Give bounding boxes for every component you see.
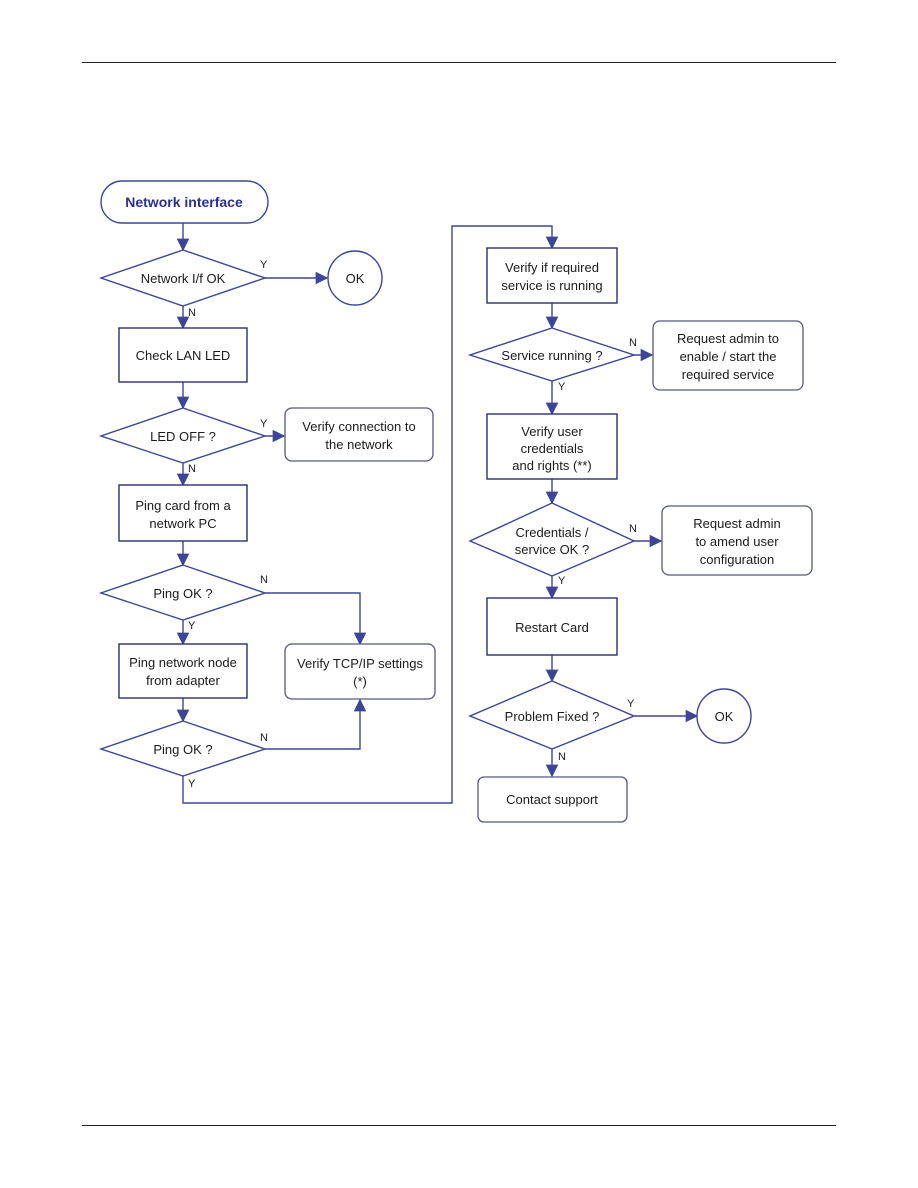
restart-label: Restart Card bbox=[515, 620, 589, 635]
ping-node-line-1: Ping network node bbox=[129, 655, 237, 670]
label-led-yes: Y bbox=[260, 418, 268, 430]
verify-conn-line-2: the network bbox=[325, 437, 393, 452]
contact-label: Contact support bbox=[506, 792, 598, 807]
node-decision-ping-ok-1[interactable]: Ping OK ? bbox=[98, 564, 268, 621]
verify-service-line-2: service is running bbox=[501, 278, 602, 293]
edge-labels: Y N Y N N Y N Y N Y N Y Y N bbox=[188, 259, 637, 790]
check-led-label: Check LAN LED bbox=[136, 348, 231, 363]
node-contact-support[interactable]: Contact support bbox=[477, 776, 628, 823]
node-verify-credentials[interactable]: Verify user credentials and rights (**) bbox=[486, 413, 618, 480]
label-ping2-yes: Y bbox=[188, 778, 196, 790]
req-amend-line-1: Request admin bbox=[693, 516, 780, 531]
ok2-label: OK bbox=[715, 709, 734, 724]
node-decision-ping-ok-2[interactable]: Ping OK ? bbox=[98, 720, 268, 777]
ping-card-line-1: Ping card from a bbox=[135, 498, 231, 513]
label-ping1-yes: Y bbox=[188, 620, 196, 632]
req-amend-line-3: configuration bbox=[700, 552, 774, 567]
label-ping1-no: N bbox=[260, 574, 268, 586]
ok1-label: OK bbox=[346, 271, 365, 286]
node-ok-2[interactable]: OK bbox=[696, 688, 752, 744]
node-request-amend[interactable]: Request admin to amend user configuratio… bbox=[661, 505, 813, 576]
ping-card-line-2: network PC bbox=[149, 516, 216, 531]
node-ping-network-node[interactable]: Ping network node from adapter bbox=[118, 643, 248, 699]
verify-conn-line-1: Verify connection to bbox=[302, 419, 415, 434]
node-decision-network-if-ok[interactable]: Network I/f OK bbox=[98, 249, 268, 307]
verify-tcp-line-2: (*) bbox=[353, 674, 367, 689]
label-fixed-no: N bbox=[558, 751, 566, 763]
footer-rule bbox=[82, 1125, 836, 1126]
node-decision-service-running[interactable]: Service running ? bbox=[467, 327, 637, 382]
verify-creds-line-2: credentials bbox=[521, 441, 584, 456]
req-enable-line-2: enable / start the bbox=[680, 349, 777, 364]
node-decision-led-off[interactable]: LED OFF ? bbox=[98, 407, 268, 464]
label-ping2-no: N bbox=[260, 732, 268, 744]
node-decision-problem-fixed[interactable]: Problem Fixed ? bbox=[468, 680, 636, 750]
decision-service-label: Service running ? bbox=[501, 348, 602, 363]
verify-creds-line-3: and rights (**) bbox=[512, 458, 591, 473]
decision-ping2-label: Ping OK ? bbox=[153, 742, 212, 757]
node-decision-credentials[interactable]: Credentials / service OK ? bbox=[468, 502, 636, 577]
req-amend-line-2: to amend user bbox=[695, 534, 779, 549]
node-ping-card[interactable]: Ping card from a network PC bbox=[118, 484, 248, 542]
decision-led-label: LED OFF ? bbox=[150, 429, 216, 444]
label-led-no: N bbox=[188, 463, 196, 475]
label-netif-no: N bbox=[188, 307, 196, 319]
node-verify-tcpip[interactable]: Verify TCP/IP settings (*) bbox=[284, 643, 436, 700]
header-rule bbox=[82, 62, 836, 63]
label-service-no: N bbox=[629, 337, 637, 349]
label-creds-no: N bbox=[629, 523, 637, 535]
req-enable-line-1: Request admin to bbox=[677, 331, 779, 346]
node-verify-service[interactable]: Verify if required service is running bbox=[486, 247, 618, 304]
label-creds-yes: Y bbox=[558, 575, 566, 587]
decision-fixed-label: Problem Fixed ? bbox=[505, 709, 600, 724]
decision-netif-label: Network I/f OK bbox=[141, 271, 226, 286]
decision-ping1-label: Ping OK ? bbox=[153, 586, 212, 601]
start-label: Network interface bbox=[125, 194, 243, 210]
node-check-lan-led[interactable]: Check LAN LED bbox=[118, 327, 248, 383]
label-service-yes: Y bbox=[558, 381, 566, 393]
node-start[interactable]: Network interface bbox=[100, 180, 269, 224]
edges bbox=[176, 223, 699, 804]
verify-creds-line-1: Verify user bbox=[521, 424, 583, 439]
label-fixed-yes: Y bbox=[627, 698, 635, 710]
node-verify-connection[interactable]: Verify connection to the network bbox=[284, 407, 434, 462]
decision-creds-line-2: service OK ? bbox=[515, 542, 589, 557]
node-restart-card[interactable]: Restart Card bbox=[486, 597, 618, 656]
decision-creds-line-1: Credentials / bbox=[516, 525, 589, 540]
label-netif-yes: Y bbox=[260, 259, 268, 271]
req-enable-line-3: required service bbox=[682, 367, 775, 382]
edge-ping2-to-verifyservice bbox=[182, 225, 559, 804]
node-ok-1[interactable]: OK bbox=[327, 250, 383, 306]
ping-node-line-2: from adapter bbox=[146, 673, 220, 688]
node-request-enable[interactable]: Request admin to enable / start the requ… bbox=[652, 320, 804, 391]
verify-tcp-line-1: Verify TCP/IP settings bbox=[297, 656, 423, 671]
edge-ping2-to-verifytcp bbox=[265, 698, 367, 750]
verify-service-line-1: Verify if required bbox=[505, 260, 599, 275]
edge-ping1-to-verifytcp bbox=[265, 592, 367, 646]
